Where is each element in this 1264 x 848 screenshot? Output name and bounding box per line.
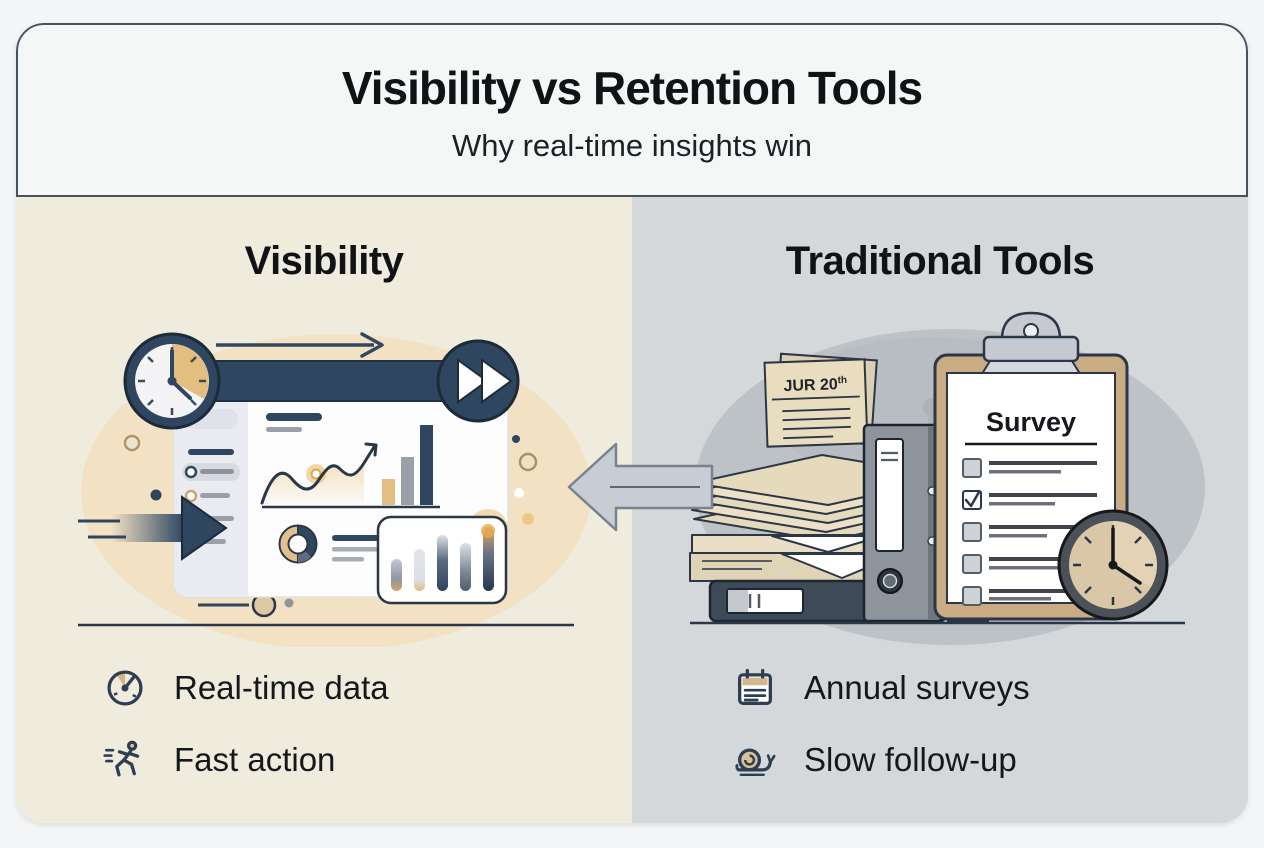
mini-bar-card [376,509,508,605]
line-chart [260,442,378,505]
bullet-fast-action: Fast action [102,737,335,783]
timeline-bar [175,360,477,402]
bullet-label: Slow follow-up [804,741,1017,778]
page-subtitle: Why real-time insights win [451,128,813,163]
snail-icon [735,748,776,776]
calendar-icon [738,668,772,705]
bullet-annual-surveys: Annual surveys [732,665,1030,711]
left-transition-arrow-icon [567,442,714,532]
vertical-binder [862,423,945,623]
bar-chart [262,425,440,509]
runner-icon [103,740,140,777]
bullet-label: Fast action [174,741,336,778]
svg-text:JUR 20th: JUR 20th [783,375,847,395]
traditional-tools-heading: Traditional Tools [785,239,1095,283]
visibility-illustration [78,332,591,647]
infographic-card: Visibility vs Retention Tools Why real-t… [16,23,1248,823]
timeline-arrow-icon [216,332,384,358]
gauge-icon [107,670,143,706]
bullet-label: Real-time data [174,669,389,706]
decor-line-circle [198,573,294,618]
sticky-notes: JUR 20th [763,352,878,448]
sticky-note-text: JUR 20 [783,376,838,395]
visibility-heading: Visibility [244,239,404,283]
fast-forward-icon [436,339,520,423]
traditional-tools-illustration: JUR 20th [689,311,1205,645]
bullet-slow-follow-up: Slow follow-up [732,737,1017,783]
survey-checklist [962,458,1097,606]
visibility-column: Visibility [16,197,632,823]
bullet-real-time-data: Real-time data [102,665,389,711]
header: Visibility vs Retention Tools Why real-t… [16,23,1248,197]
bullet-label: Annual surveys [804,669,1030,706]
donut-chart [278,524,318,564]
wall-clock-icon [1057,509,1169,621]
traditional-tools-column: Traditional Tools JUR 20th [632,197,1248,823]
page-title: Visibility vs Retention Tools [341,62,923,114]
clipboard-title: Survey [986,407,1076,437]
comparison-columns: Visibility [16,197,1248,823]
decor-dots [123,434,538,525]
clock-timer-icon [123,332,221,430]
speed-arrow-icon [78,495,228,561]
sticky-note-sup: th [837,375,847,386]
